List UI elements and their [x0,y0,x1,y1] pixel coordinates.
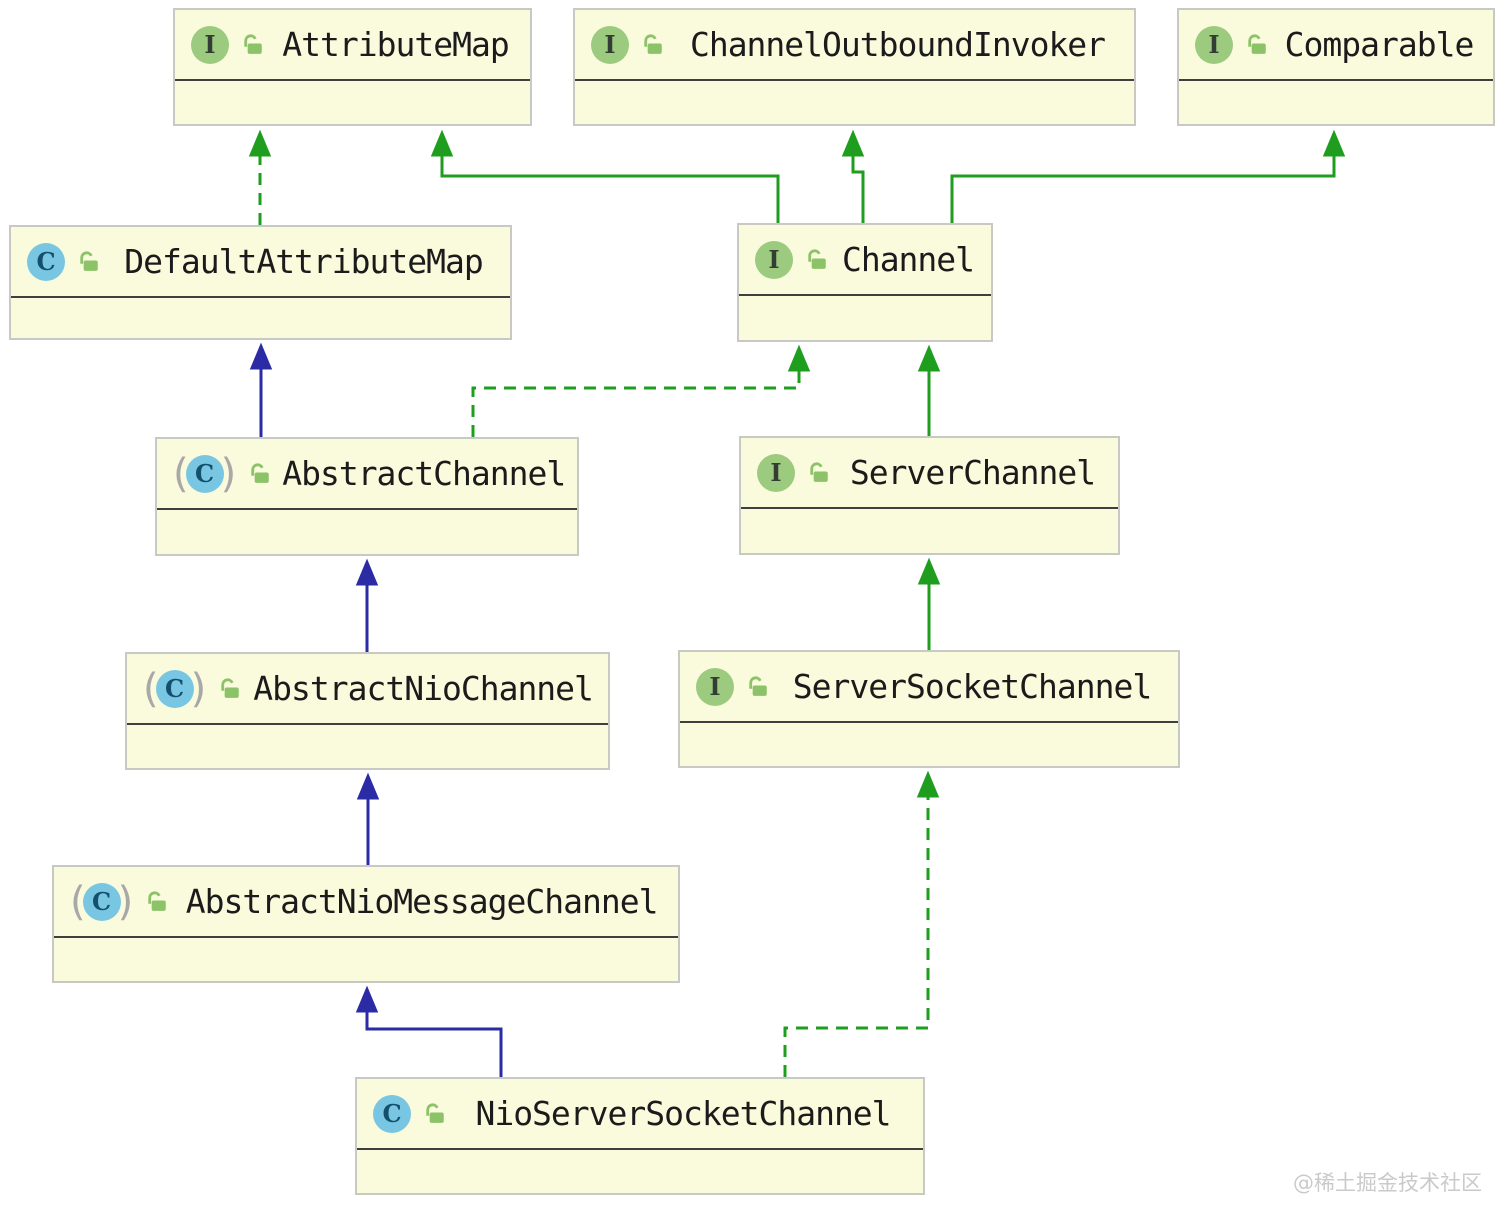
interface-icon: I [757,453,795,492]
class-icon: C [373,1094,411,1133]
node-label: AbstractNioChannel [253,669,594,708]
node-header: I ServerSocketChannel [680,652,1178,721]
class-node-DefaultAttributeMap[interactable]: C DefaultAttributeMap [9,225,512,340]
edge-extends-Channel-to-AttributeMap [430,129,780,223]
node-header: I Channel [739,225,991,294]
abstract-class-icon: (C) [143,665,207,712]
class-node-NioServerSocketChannel[interactable]: C NioServerSocketChannel [355,1077,925,1195]
class-node-AttributeMap[interactable]: I AttributeMap [173,8,532,126]
class-node-AbstractNioChannel[interactable]: (C) AbstractNioChannel [125,652,610,770]
interface-icon: I [696,667,734,706]
class-node-ServerSocketChannel[interactable]: I ServerSocketChannel [678,650,1180,768]
node-header: I Comparable [1179,10,1493,79]
lock-icon [808,248,826,269]
node-label: DefaultAttributeMap [124,242,484,281]
class-node-ServerChannel[interactable]: I ServerChannel [739,436,1120,555]
edge-extends-Channel-to-ChannelOutboundInvoker [841,129,865,223]
lock-icon [148,890,166,911]
lock-icon [80,250,98,271]
node-header: C NioServerSocketChannel [357,1079,923,1148]
node-body [11,296,510,338]
node-header: (C) AbstractChannel [157,439,577,508]
class-node-AbstractChannel[interactable]: (C) AbstractChannel [155,437,579,556]
interface-icon: I [191,25,229,64]
class-node-ChannelOutboundInvoker[interactable]: I ChannelOutboundInvoker [573,8,1136,126]
lock-icon [251,462,269,483]
class-node-Channel[interactable]: I Channel [737,223,993,342]
node-header: C DefaultAttributeMap [11,227,510,296]
interface-icon: I [755,240,793,279]
lock-icon [810,461,828,482]
node-label: NioServerSocketChannel [475,1094,891,1133]
node-body [680,721,1178,766]
edge-extends-Channel-to-Comparable [950,129,1346,223]
node-body [575,79,1134,124]
node-label: AbstractChannel [282,454,566,493]
class-node-Comparable[interactable]: I Comparable [1177,8,1495,126]
node-body [127,723,608,768]
lock-icon [221,677,239,698]
interface-icon: I [591,25,629,64]
node-header: I ChannelOutboundInvoker [575,10,1134,79]
class-icon: C [27,242,65,281]
node-label: ServerSocketChannel [792,667,1153,706]
node-label: Comparable [1284,25,1475,64]
lock-icon [426,1102,444,1123]
node-label: Channel [841,240,975,279]
edge-implements-NioServerSocketChannel-to-ServerSocketChannel [783,770,940,1077]
node-body [1179,79,1493,124]
node-header: (C) AbstractNioMessageChannel [54,867,678,936]
node-header: I ServerChannel [741,438,1118,507]
lock-icon [1248,33,1266,54]
node-label: ServerChannel [849,453,1096,492]
node-body [739,294,991,340]
node-body [357,1148,923,1193]
lock-icon [749,675,767,696]
node-body [741,507,1118,553]
edge-implements-AbstractChannel-to-Channel [471,344,811,437]
node-label: AttributeMap [282,25,509,64]
edge-extends-NioServerSocketChannel-to-AbstractNioMessageChannel [355,985,503,1077]
abstract-class-icon: (C) [70,878,134,925]
watermark: @稀土掘金技术社区 [1293,1171,1482,1195]
interface-icon: I [1195,25,1233,64]
node-body [175,79,530,124]
node-body [157,508,577,554]
node-header: I AttributeMap [175,10,530,79]
class-node-AbstractNioMessageChannel[interactable]: (C) AbstractNioMessageChannel [52,865,680,983]
lock-icon [644,33,662,54]
node-label: AbstractNioMessageChannel [185,882,659,921]
node-body [54,936,678,981]
node-label: ChannelOutboundInvoker [689,25,1106,64]
node-header: (C) AbstractNioChannel [127,654,608,723]
lock-icon [244,33,262,54]
abstract-class-icon: (C) [173,450,237,497]
